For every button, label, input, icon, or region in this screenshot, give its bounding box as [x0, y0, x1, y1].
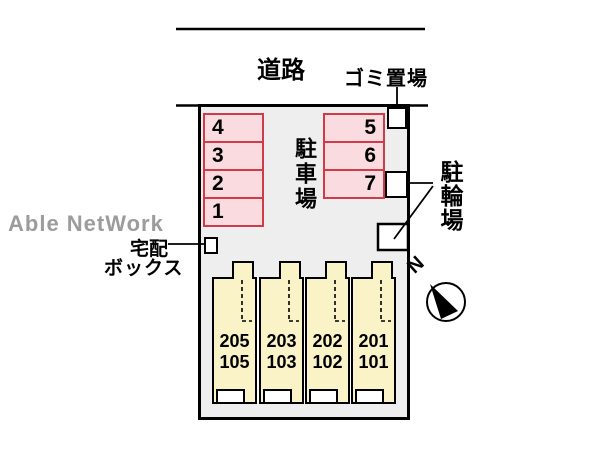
delivery-label-line2: ボックス	[104, 258, 184, 279]
unit-label-202-102: 202 102	[306, 331, 349, 373]
unit-lower-number: 105	[219, 352, 250, 372]
unit-lower-number: 101	[358, 352, 389, 372]
unit-dashed-lines	[241, 280, 391, 322]
parking-space-4: 4	[203, 113, 264, 143]
delivery-label-line1: 宅配	[129, 239, 168, 260]
bicycle-area-box-upper	[385, 171, 408, 198]
parking-space-3: 3	[203, 141, 264, 171]
unit-upper-number: 201	[358, 331, 389, 351]
parking-space-7: 7	[323, 169, 385, 199]
bicycle-area-box-lower	[376, 222, 410, 252]
parking-column-left: 4 3 2 1	[203, 113, 264, 227]
parking-space-5: 5	[323, 113, 385, 143]
unit-lower-number: 102	[312, 352, 343, 372]
unit-porches	[216, 389, 384, 404]
parking-space-2: 2	[203, 169, 264, 199]
bicycle-leader-line-lower	[393, 185, 434, 240]
unit-lower-number: 103	[266, 352, 297, 372]
parking-space-1: 1	[203, 197, 264, 227]
parking-column-right: 5 6 7	[323, 113, 385, 199]
unit-label-201-101: 201 101	[352, 331, 395, 373]
unit-upper-number: 203	[266, 331, 297, 351]
road-label: 道路	[257, 57, 305, 84]
garbage-area-box	[387, 107, 407, 129]
unit-gaps	[255, 279, 353, 402]
bicycle-label: 駐輪場	[437, 160, 463, 232]
unit-upper-number: 205	[219, 331, 250, 351]
parking-space-6: 6	[323, 141, 385, 171]
garbage-label: ゴミ置場	[344, 68, 428, 90]
parking-label: 駐車場	[292, 137, 317, 212]
unit-label-203-103: 203 103	[260, 331, 303, 373]
watermark: Able NetWork	[8, 211, 164, 236]
unit-upper-number: 202	[312, 331, 343, 351]
unit-label-205-105: 205 105	[213, 331, 256, 373]
compass-needle	[430, 284, 458, 319]
delivery-box	[204, 237, 218, 254]
